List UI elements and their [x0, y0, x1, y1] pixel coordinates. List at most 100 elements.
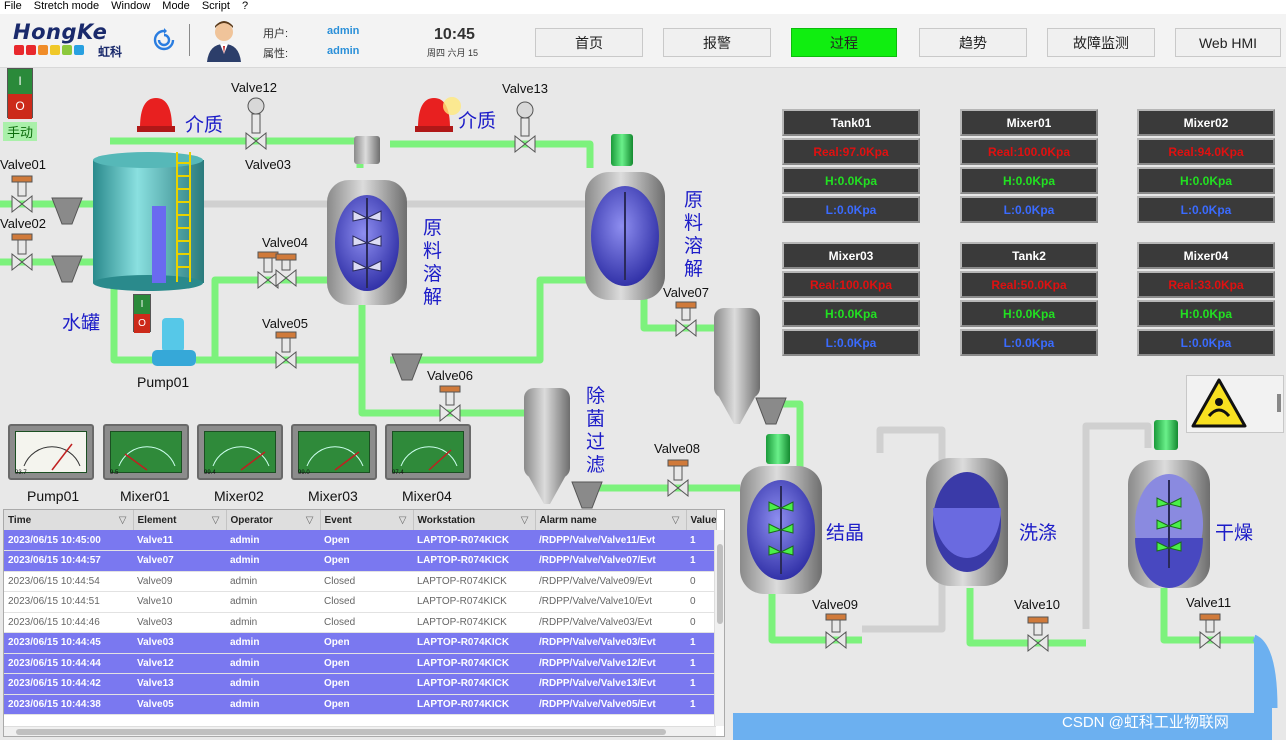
gauge-label: Pump01 — [27, 488, 80, 504]
table-cell: 2023/06/15 10:44:54 — [4, 571, 133, 592]
pump01-icon — [152, 318, 196, 366]
table-cell: LAPTOP-R074KICK — [413, 571, 535, 592]
table-cell: Closed — [320, 612, 413, 633]
valve05-label[interactable]: Valve05 — [262, 316, 309, 331]
panel-low-limit: L:0.0Kpa — [960, 329, 1098, 356]
table-cell: LAPTOP-R074KICK — [413, 632, 535, 654]
menu-script[interactable]: Script — [201, 0, 230, 12]
alarm-table[interactable]: Time▽ Element▽ Operator ▽ Event▽ Workstat… — [3, 509, 725, 737]
table-cell: Valve13 — [133, 673, 226, 695]
filter-icon[interactable]: ▽ — [118, 514, 127, 526]
pump-switch[interactable]: I O — [133, 294, 151, 333]
table-cell: Open — [320, 673, 413, 695]
table-cell: admin — [226, 612, 320, 633]
table-cell: 2023/06/15 10:44:46 — [4, 612, 133, 633]
nav-process-button[interactable]: 过程 — [791, 28, 897, 57]
idle-pipes — [200, 200, 1152, 633]
hazard-warning-panel[interactable] — [1186, 375, 1284, 433]
nav-trend-button[interactable]: 趋势 — [919, 28, 1027, 57]
brand-squares — [14, 45, 84, 55]
valve11-label[interactable]: Valve11 — [1186, 595, 1232, 610]
panel-real-value: Real:94.0Kpa — [1137, 138, 1275, 165]
menu-stretch-mode[interactable]: Stretch mode — [33, 0, 100, 12]
valve04-label[interactable]: Valve04 — [262, 235, 309, 250]
valve10-label[interactable]: Valve10 — [1014, 597, 1061, 612]
pump-switch-off[interactable]: O — [134, 314, 150, 333]
filter-icon[interactable]: ▽ — [305, 514, 314, 526]
gauge-value: 9.5 — [110, 470, 119, 476]
col-operator[interactable]: Operator ▽ — [226, 510, 321, 530]
col-label: Operator — [230, 514, 273, 526]
table-cell: Open — [320, 694, 413, 715]
mixer01-gauge: 9.5 — [103, 424, 189, 480]
mixer03-panel: Mixer03 Real:100.0Kpa H:0.0Kpa L:0.0Kpa — [782, 242, 920, 358]
filter-icon[interactable]: ▽ — [671, 514, 680, 526]
panel-low-limit: L:0.0Kpa — [782, 196, 920, 223]
valve08-label[interactable]: Valve08 — [654, 441, 701, 456]
col-workstation[interactable]: Workstation▽ — [413, 510, 536, 530]
valve09-label[interactable]: Valve09 — [812, 597, 859, 612]
pump01-gauge: 93.7 — [8, 424, 94, 480]
panel-title: Tank2 — [960, 242, 1098, 269]
switch-on[interactable]: I — [8, 69, 32, 94]
col-time[interactable]: Time▽ — [4, 510, 134, 530]
table-cell: 2023/06/15 10:44:38 — [4, 694, 133, 715]
panel-high-limit: H:0.0Kpa — [960, 300, 1098, 327]
filter-icon[interactable]: ▽ — [520, 514, 529, 526]
pump-switch-on[interactable]: I — [134, 295, 150, 314]
col-value[interactable]: Value — [686, 510, 717, 530]
valve02-label[interactable]: Valve02 — [0, 216, 47, 231]
nav-web-hmi-button[interactable]: Web HMI — [1175, 28, 1281, 57]
sterilize-filter — [524, 388, 570, 504]
nav-fault-monitor-button[interactable]: 故障监测 — [1047, 28, 1155, 57]
col-alarm-name[interactable]: Alarm name▽ — [535, 510, 687, 530]
valve03-label[interactable]: Valve03 — [245, 157, 292, 172]
mixer02-gauge: 99.4 — [197, 424, 283, 480]
scroll-thumb[interactable] — [16, 729, 666, 735]
menu-file[interactable]: File — [4, 0, 22, 12]
valve01-label[interactable]: Valve01 — [0, 157, 47, 172]
col-element[interactable]: Element▽ — [133, 510, 227, 530]
manual-mode-switch[interactable]: I O — [7, 68, 33, 119]
switch-off[interactable]: O — [8, 94, 32, 119]
menu-mode[interactable]: Mode — [162, 0, 190, 12]
table-cell: 1 — [686, 653, 716, 674]
valve12-label[interactable]: Valve12 — [231, 80, 278, 95]
table-cell: Valve09 — [133, 571, 226, 592]
table-cell: admin — [226, 550, 320, 572]
table-cell: /RDPP/Valve/Valve12/Evt — [535, 653, 686, 674]
valve13-label[interactable]: Valve13 — [502, 81, 549, 96]
alarm-horizontal-scrollbar[interactable] — [4, 726, 716, 736]
panel-title: Mixer01 — [960, 109, 1098, 136]
valve07-label[interactable]: Valve07 — [663, 285, 710, 300]
menu-help[interactable]: ? — [241, 0, 249, 12]
filter-icon[interactable]: ▽ — [211, 514, 220, 526]
table-cell: LAPTOP-R074KICK — [413, 694, 535, 715]
nav-alarm-button[interactable]: 报警 — [663, 28, 771, 57]
gauge-value: 99.4 — [204, 470, 216, 476]
panel-high-limit: H:0.0Kpa — [960, 167, 1098, 194]
col-label: Value — [690, 514, 716, 526]
scroll-thumb[interactable] — [717, 544, 723, 624]
alarm-vertical-scrollbar[interactable] — [714, 530, 724, 726]
watermark-text: CSDN @虹科工业物联网 — [1062, 714, 1229, 731]
refresh-icon[interactable] — [152, 28, 176, 52]
menu-window[interactable]: Window — [111, 0, 151, 12]
valve06-label[interactable]: Valve06 — [427, 368, 474, 383]
table-cell: 2023/06/15 10:45:00 — [4, 530, 133, 551]
filter-icon[interactable]: ▽ — [398, 514, 407, 526]
dissolve-label: 原料溶解 — [423, 217, 443, 308]
nav-home-button[interactable]: 首页 — [535, 28, 643, 57]
col-event[interactable]: Event▽ — [320, 510, 414, 530]
brand-cn: 虹科 — [98, 45, 123, 59]
